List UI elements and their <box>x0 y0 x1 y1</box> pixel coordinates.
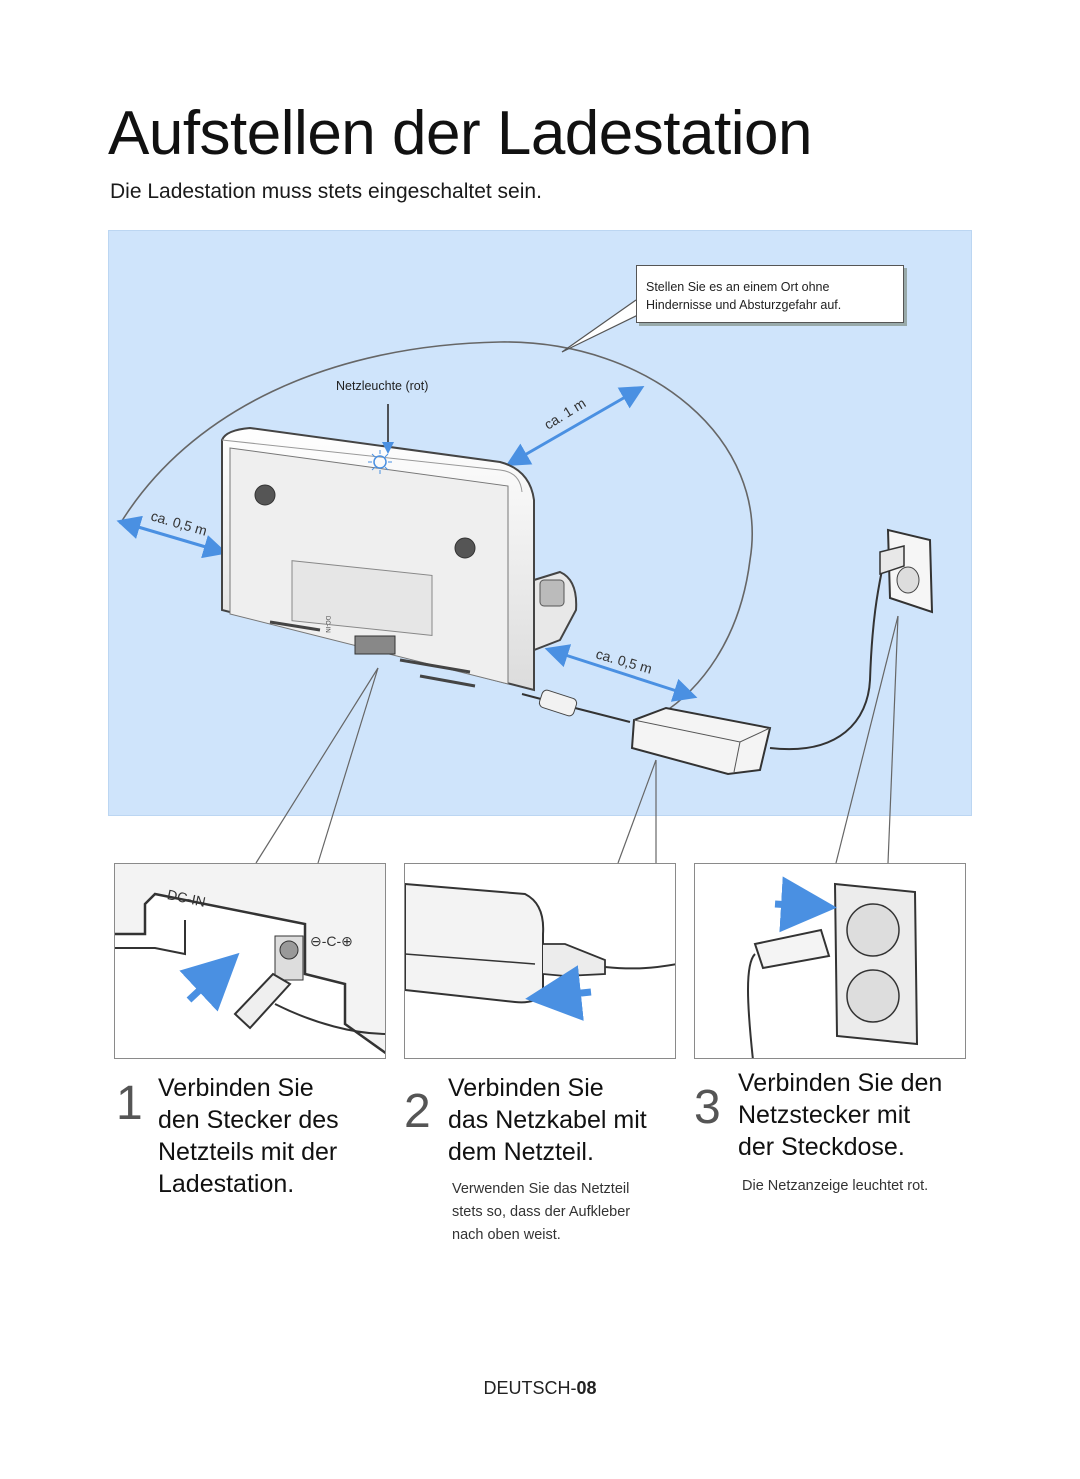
step-1-number: 1 <box>116 1077 143 1130</box>
step-2-line3: dem Netzteil. <box>448 1138 594 1166</box>
callout-pointer <box>561 299 641 353</box>
placement-callout: Stellen Sie es an einem Ort ohne Hindern… <box>636 265 904 323</box>
distance-label-top: ca. 1 m <box>541 395 588 433</box>
distance-arrow-right <box>544 644 698 702</box>
step-3-note-line1: Die Netzanzeige leuchtet rot. <box>742 1178 929 1194</box>
step-1-line3: Netzteils mit der <box>158 1138 338 1166</box>
detail-panel-socket <box>694 863 966 1059</box>
footer-language: DEUTSCH- <box>483 1378 577 1398</box>
page-title: Aufstellen der Ladestation <box>108 99 812 168</box>
dc-cable <box>521 693 631 723</box>
insert-arrow-icon <box>525 965 592 1021</box>
step-1-line4: Ladestation. <box>158 1170 295 1198</box>
power-light-icon <box>368 450 392 474</box>
insert-arrow-icon <box>774 876 837 933</box>
detail-panel-adapter <box>404 863 676 1059</box>
power-light-label: Netzleuchte (rot) <box>336 379 428 393</box>
wall-socket <box>879 528 934 614</box>
distance-arrow-left <box>116 515 228 559</box>
footer-page-number: 08 <box>576 1378 597 1398</box>
step-1-line1: Verbinden Sie <box>158 1074 314 1102</box>
step-2-number: 2 <box>404 1085 431 1138</box>
mains-cable <box>769 569 883 751</box>
step-3-line2: Netzstecker mit <box>738 1101 911 1129</box>
clearance-arc <box>119 341 753 716</box>
detail-panel-dc-in: ⊖-C-⊕ DC-IN <box>114 863 386 1059</box>
ferrite-core <box>538 689 578 717</box>
step-1-line2: den Stecker des <box>158 1106 339 1134</box>
insert-arrow-icon <box>179 952 240 1012</box>
step-3-line3: der Steckdose. <box>738 1133 905 1161</box>
step-2-note-line2: stets so, dass der Aufkleber <box>452 1204 631 1220</box>
step-2-line2: das Netzkabel mit <box>448 1106 647 1134</box>
page-subtitle: Die Ladestation muss stets eingeschaltet… <box>110 180 542 203</box>
setup-diagram: Netzleuchte (rot) ca. 1 m ca. 0,5 m ca. … <box>116 299 934 864</box>
svg-text:⊖-C-⊕: ⊖-C-⊕ <box>310 933 353 949</box>
dc-in-label-small: DC-IN <box>324 616 330 633</box>
power-adapter <box>630 706 772 776</box>
step-3-line1: Verbinden Sie den <box>738 1069 943 1097</box>
distance-label-right: ca. 0,5 m <box>594 646 654 677</box>
charging-dock <box>221 404 578 692</box>
page-footer: DEUTSCH-08 <box>0 1378 1080 1399</box>
step-2-note-line1: Verwenden Sie das Netzteil <box>452 1181 630 1197</box>
step-2-line1: Verbinden Sie <box>448 1074 604 1102</box>
step-2-note-line3: nach oben weist. <box>452 1227 561 1243</box>
distance-arrow-top <box>505 386 645 466</box>
step-3-number: 3 <box>694 1081 721 1134</box>
